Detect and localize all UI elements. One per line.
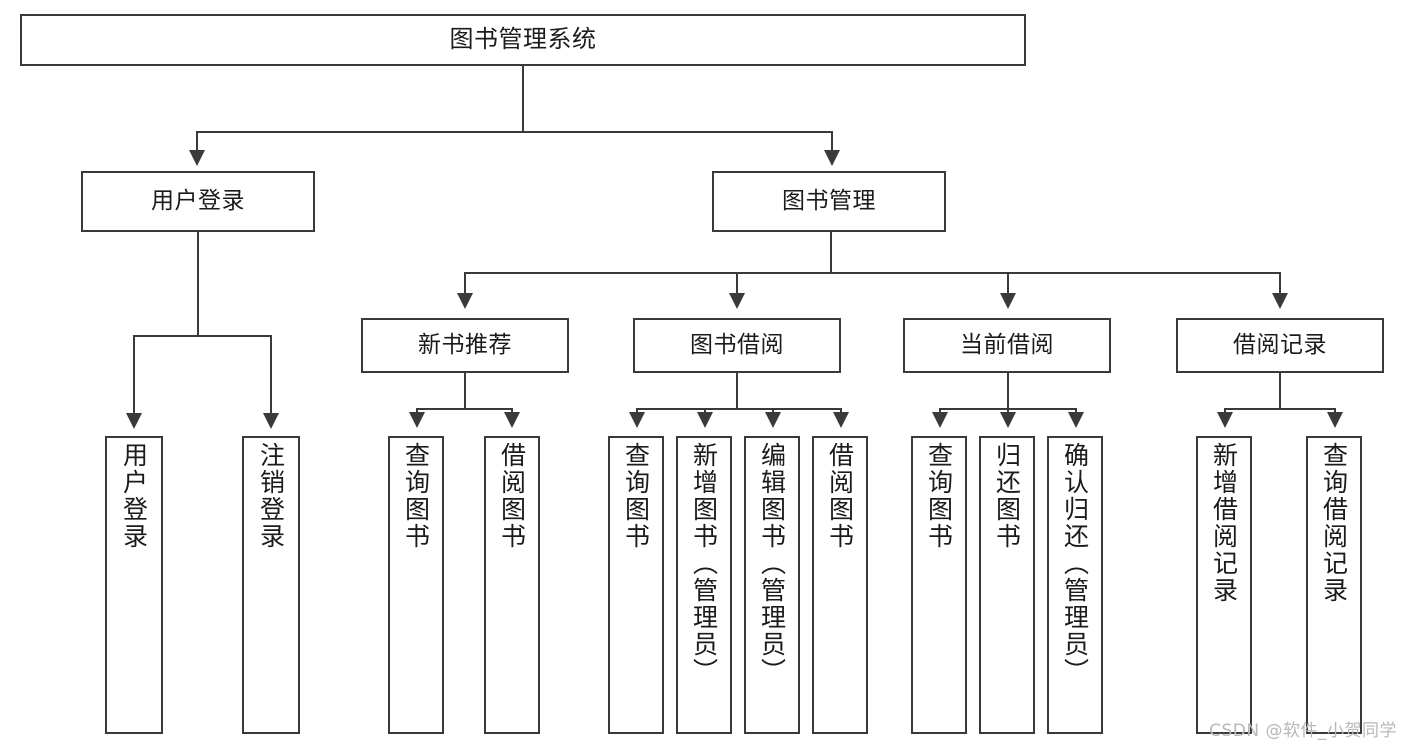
connector-user-bus [133, 335, 271, 337]
arrow-to-recommend-query [409, 412, 425, 428]
arrow-to-book-borrow [729, 293, 745, 309]
leaf-record-add[interactable]: 新增借阅记录 [1196, 436, 1252, 734]
arrow-to-current-confirm [1068, 412, 1084, 428]
node-label: 新增图书（管理员） [689, 442, 719, 685]
arrow-to-borrow-lend [833, 412, 849, 428]
connector-record-stem [1279, 373, 1281, 409]
connector-level1-drop-user [196, 131, 198, 153]
node-label: 查询图书 [621, 442, 651, 550]
leaf-borrow-query-book[interactable]: 查询图书 [608, 436, 664, 734]
arrow-to-user-login [189, 150, 205, 166]
arrow-to-record-query [1327, 412, 1343, 428]
leaf-recommend-query-book[interactable]: 查询图书 [388, 436, 444, 734]
leaf-borrow-add-book[interactable]: 新增图书（管理员） [676, 436, 732, 734]
connector-user-drop-2 [270, 335, 272, 415]
node-label: 注销登录 [256, 442, 286, 550]
node-label: 用户登录 [119, 442, 149, 550]
leaf-logout[interactable]: 注销登录 [242, 436, 300, 734]
node-root-system[interactable]: 图书管理系统 [20, 14, 1026, 66]
connector-book-stem [830, 232, 832, 273]
connector-level2-drop-4 [1279, 272, 1281, 296]
node-book-management[interactable]: 图书管理 [712, 171, 946, 232]
arrow-to-borrow-record [1272, 293, 1288, 309]
leaf-current-confirm-return[interactable]: 确认归还（管理员） [1047, 436, 1103, 734]
node-label: 查询图书 [924, 442, 954, 550]
arrow-to-logout-leaf [263, 413, 279, 429]
node-label: 借阅图书 [497, 442, 527, 550]
connector-level2-drop-3 [1007, 272, 1009, 296]
node-label: 新增借阅记录 [1209, 442, 1239, 604]
connector-record-bus [1224, 408, 1335, 410]
node-book-borrow[interactable]: 图书借阅 [633, 318, 841, 373]
connector-level2-drop-1 [464, 272, 466, 296]
connector-level1-drop-book [831, 131, 833, 153]
leaf-borrow-lend-book[interactable]: 借阅图书 [812, 436, 868, 734]
arrow-to-borrow-edit [765, 412, 781, 428]
connector-root-stem [522, 66, 524, 132]
leaf-current-return-book[interactable]: 归还图书 [979, 436, 1035, 734]
node-label: 图书借阅 [690, 332, 784, 359]
connector-borrow-bus [636, 408, 841, 410]
node-borrow-record[interactable]: 借阅记录 [1176, 318, 1384, 373]
arrow-to-borrow-query [629, 412, 645, 428]
node-current-borrow[interactable]: 当前借阅 [903, 318, 1111, 373]
connector-user-drop-1 [133, 335, 135, 415]
node-label: 归还图书 [992, 442, 1022, 550]
connector-recommend-bus [416, 408, 512, 410]
node-new-book-recommend[interactable]: 新书推荐 [361, 318, 569, 373]
arrow-to-book-manage [824, 150, 840, 166]
node-label: 图书管理系统 [449, 25, 597, 54]
node-label: 图书管理 [782, 188, 876, 215]
leaf-user-login[interactable]: 用户登录 [105, 436, 163, 734]
node-label: 新书推荐 [418, 332, 512, 359]
arrow-to-current-return [1000, 412, 1016, 428]
arrow-to-current-borrow [1000, 293, 1016, 309]
leaf-record-query[interactable]: 查询借阅记录 [1306, 436, 1362, 734]
connector-level1-bus [196, 131, 832, 133]
node-label: 查询借阅记录 [1319, 442, 1349, 604]
node-label: 当前借阅 [960, 332, 1054, 359]
node-label: 用户登录 [151, 188, 245, 215]
leaf-recommend-borrow-book[interactable]: 借阅图书 [484, 436, 540, 734]
connector-level2-drop-2 [736, 272, 738, 296]
node-label: 确认归还（管理员） [1060, 442, 1090, 685]
node-label: 查询图书 [401, 442, 431, 550]
arrow-to-borrow-add [697, 412, 713, 428]
csdn-watermark: CSDN @软件_小贺同学 [1209, 721, 1397, 741]
arrow-to-recommend-borrow [504, 412, 520, 428]
connector-recommend-stem [464, 373, 466, 409]
arrow-to-current-query [932, 412, 948, 428]
connector-level2-bus [464, 272, 1280, 274]
connector-user-stem [197, 232, 199, 336]
arrow-to-user-login-leaf [126, 413, 142, 429]
connector-borrow-stem [736, 373, 738, 409]
node-label: 编辑图书（管理员） [757, 442, 787, 685]
arrow-to-new-book-recommend [457, 293, 473, 309]
leaf-current-query-book[interactable]: 查询图书 [911, 436, 967, 734]
connector-current-stem [1007, 373, 1009, 409]
arrow-to-record-add [1217, 412, 1233, 428]
node-label: 借阅图书 [825, 442, 855, 550]
leaf-borrow-edit-book[interactable]: 编辑图书（管理员） [744, 436, 800, 734]
node-label: 借阅记录 [1233, 332, 1327, 359]
node-user-login[interactable]: 用户登录 [81, 171, 315, 232]
